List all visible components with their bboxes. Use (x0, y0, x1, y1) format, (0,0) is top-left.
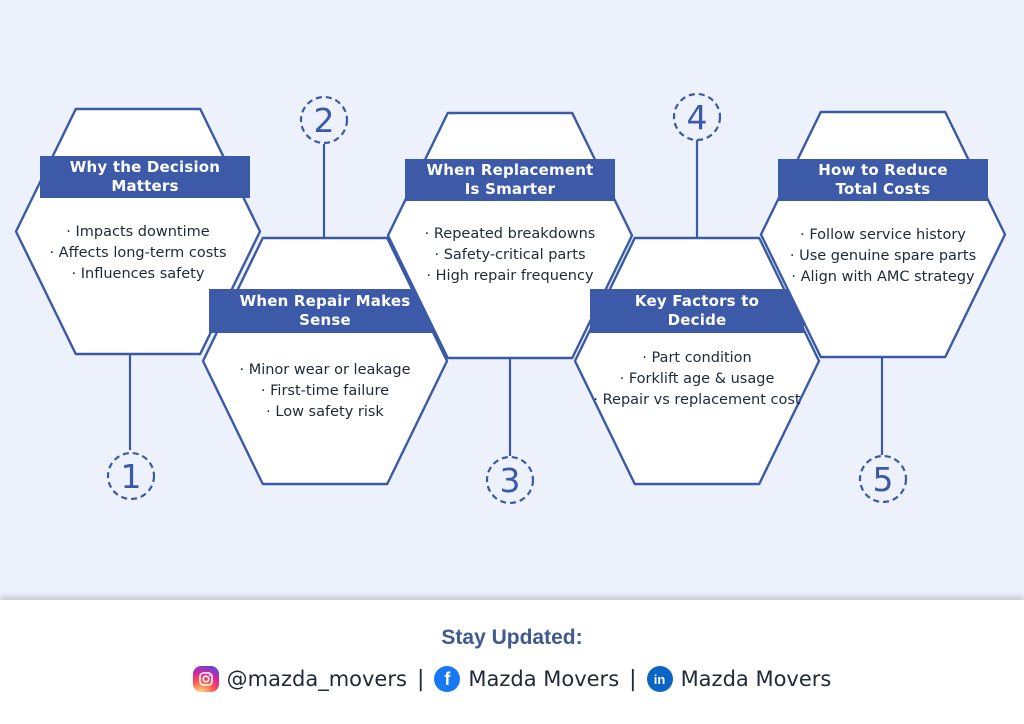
step-title-band-4 (590, 289, 804, 333)
bullet-item: Affects long-term costs (20, 243, 256, 264)
bullet-item: Repair vs replacement cost (578, 390, 816, 411)
bullet-item: Low safety risk (206, 402, 444, 423)
bullet-item: Use genuine spare parts (765, 246, 1001, 267)
bullet-item: Minor wear or leakage (206, 360, 444, 381)
bullet-item: First-time failure (206, 381, 444, 402)
bullet-item: Repeated breakdowns (392, 224, 628, 245)
step-title-band-3 (405, 159, 615, 201)
step-number-circle-4 (672, 92, 722, 142)
step-bullets-3: Repeated breakdownsSafety-critical parts… (392, 224, 628, 287)
diagram-canvas: 1 2 3 4 5 Why the DecisionMattersImpacts dow… (0, 0, 1024, 600)
step-number-circle-3 (485, 455, 535, 505)
step-title-band-2 (209, 289, 441, 333)
separator: | (629, 666, 637, 692)
step-title-band-5 (778, 159, 988, 201)
linkedin-name[interactable]: Mazda Movers (680, 667, 832, 691)
bullet-item: Align with AMC strategy (765, 267, 1001, 288)
separator: | (416, 666, 425, 692)
instagram-handle[interactable]: @mazda_movers (226, 667, 407, 691)
social-links: @mazda_movers | f Mazda Movers | in Mazd… (0, 666, 1024, 692)
step-number-1: 1 (121, 457, 142, 496)
step-bullets-4: Part conditionForklift age & usageRepair… (578, 348, 816, 411)
step-bullets-5: Follow service historyUse genuine spare … (765, 225, 1001, 288)
process-diagram: 1 2 3 4 5 (14, 92, 1007, 505)
step-number-5: 5 (873, 460, 894, 499)
stay-updated-heading: Stay Updated: (441, 626, 583, 649)
footer: Stay Updated: @mazda_movers | f Mazda Mo… (0, 600, 1024, 724)
facebook-icon[interactable]: f (434, 666, 461, 692)
step-bullets-1: Impacts downtimeAffects long-term costsI… (20, 222, 256, 285)
bullet-item: Impacts downtime (20, 222, 256, 243)
bullet-item: Influences safety (20, 264, 256, 285)
bullet-item: Forklift age & usage (578, 369, 816, 390)
step-number-2: 2 (314, 101, 335, 140)
facebook-name[interactable]: Mazda Movers (468, 667, 620, 691)
step-number-3: 3 (500, 461, 521, 500)
bullet-item: High repair frequency (392, 266, 628, 287)
step-number-4: 4 (687, 98, 708, 137)
instagram-icon[interactable] (192, 666, 219, 692)
step-title-band-1 (40, 156, 250, 198)
bullet-item: Follow service history (765, 225, 1001, 246)
step-number-circle-1 (106, 451, 156, 501)
step-number-circle-5 (858, 454, 908, 504)
linkedin-icon[interactable]: in (646, 666, 673, 692)
bullet-item: Part condition (578, 348, 816, 369)
step-number-circle-2 (299, 95, 349, 145)
bullet-item: Safety-critical parts (392, 245, 628, 266)
step-bullets-2: Minor wear or leakageFirst-time failureL… (206, 360, 444, 423)
